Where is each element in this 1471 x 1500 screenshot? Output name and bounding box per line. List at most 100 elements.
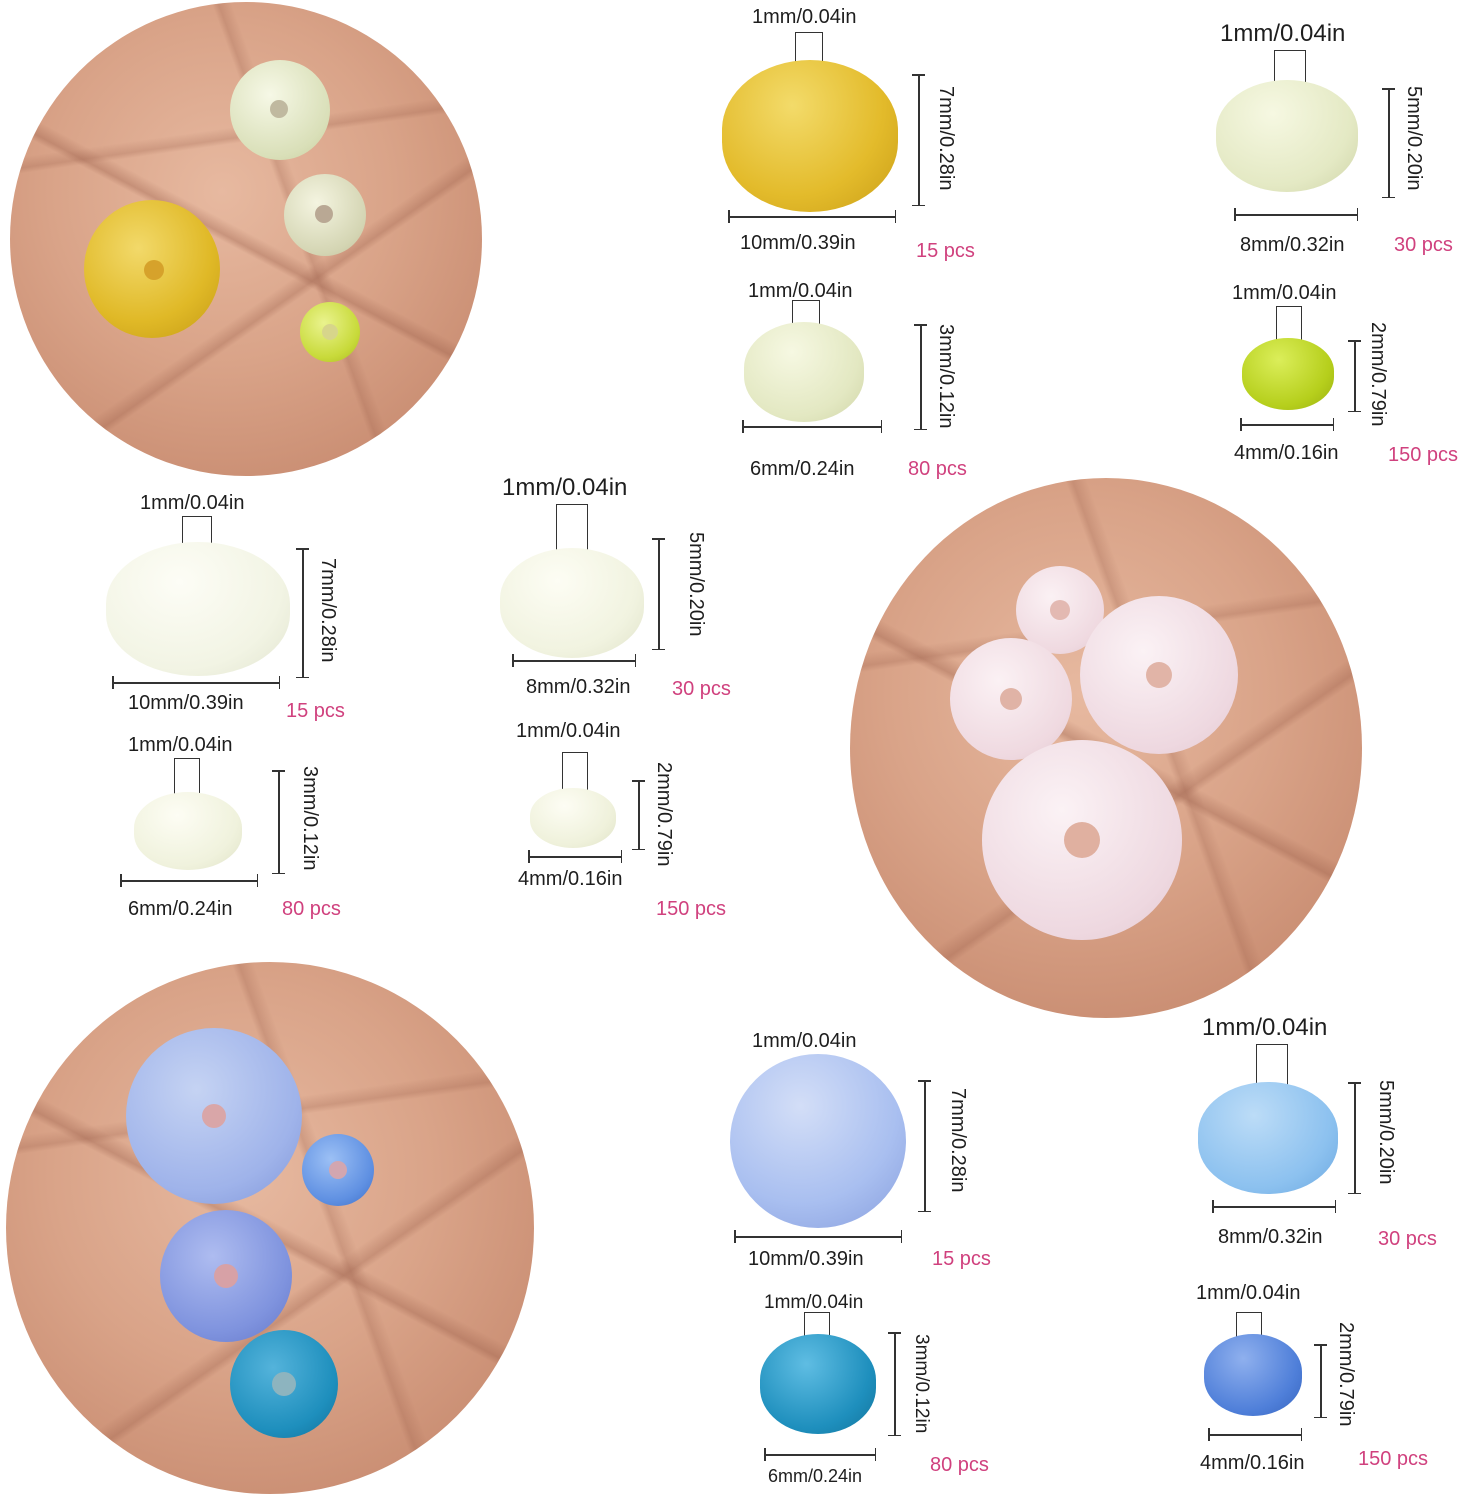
bead-pale-green-medium — [284, 174, 366, 256]
hole-size-label: 1mm/0.04in — [502, 474, 628, 501]
height-label: 7mm/0.28in — [317, 558, 339, 663]
height-label: 2mm/0.79in — [653, 762, 675, 867]
height-measure-line — [1315, 1344, 1326, 1418]
height-label: 5mm/0.20in — [685, 532, 707, 637]
width-measure-line — [734, 1231, 902, 1242]
width-measure-line — [120, 875, 258, 886]
height-measure-line — [1349, 1082, 1360, 1194]
diameter-label: 8mm/0.32in — [1218, 1226, 1323, 1248]
hole-size-label: 1mm/0.04in — [1196, 1282, 1301, 1304]
height-measure-line — [653, 538, 664, 650]
bead-white-rondelle — [500, 548, 644, 658]
bead-lavender-blue — [126, 1028, 302, 1204]
diameter-label: 8mm/0.32in — [1240, 234, 1345, 256]
height-label: 3mm/0.12in — [911, 1334, 932, 1434]
hole-marker — [1256, 1044, 1288, 1097]
bead-white-xlarge — [982, 740, 1182, 940]
bead-white-rondelle — [134, 792, 242, 870]
bead-royal-blue-small — [302, 1134, 374, 1206]
quantity-label: 15 pcs — [932, 1248, 991, 1270]
bead-yellow-rondelle — [722, 60, 898, 212]
photo-white-beads-on-palm — [850, 478, 1362, 1018]
height-measure-line — [919, 1080, 930, 1212]
hole-size-label: 1mm/0.04in — [764, 1292, 864, 1313]
quantity-label: 80 pcs — [908, 458, 967, 480]
bead-white-rondelle — [530, 788, 616, 848]
quantity-label: 80 pcs — [282, 898, 341, 920]
diameter-label: 4mm/0.16in — [1200, 1452, 1305, 1474]
height-measure-line — [1349, 340, 1360, 412]
hole-size-label: 1mm/0.04in — [1232, 282, 1337, 304]
bead-pale-green-rondelle — [744, 322, 864, 422]
height-label: 7mm/0.28in — [935, 86, 957, 191]
hole-marker — [174, 758, 200, 803]
quantity-label: 15 pcs — [916, 240, 975, 262]
width-measure-line — [1234, 209, 1358, 220]
height-measure-line — [913, 74, 924, 206]
bead-white-medium — [950, 638, 1072, 760]
width-measure-line — [512, 655, 636, 666]
hole-size-label: 1mm/0.04in — [752, 6, 857, 28]
height-label: 3mm/0.12in — [935, 324, 957, 429]
height-measure-line — [633, 780, 644, 850]
width-measure-line — [112, 677, 280, 688]
height-measure-line — [297, 548, 308, 678]
quantity-label: 80 pcs — [930, 1454, 989, 1476]
bead-lime — [300, 302, 360, 362]
quantity-label: 30 pcs — [1378, 1228, 1437, 1250]
quantity-label: 150 pcs — [1358, 1448, 1429, 1470]
diameter-label: 10mm/0.39in — [748, 1248, 864, 1270]
quantity-label: 30 pcs — [672, 678, 731, 700]
hole-size-label: 1mm/0.04in — [1220, 20, 1346, 47]
diameter-label: 6mm/0.24in — [128, 898, 233, 920]
diameter-label: 10mm/0.39in — [128, 692, 244, 714]
diameter-label: 6mm/0.24in — [768, 1466, 863, 1486]
hole-size-label: 1mm/0.04in — [1202, 1014, 1328, 1041]
bead-royal-blue-rondelle — [1204, 1334, 1302, 1416]
hole-size-label: 1mm/0.04in — [752, 1030, 857, 1052]
bead-periwinkle — [160, 1210, 292, 1342]
diameter-label: 4mm/0.16in — [1234, 442, 1339, 464]
diameter-label: 8mm/0.32in — [526, 676, 631, 698]
height-measure-line — [273, 770, 284, 874]
quantity-label: 150 pcs — [1388, 444, 1459, 466]
width-measure-line — [742, 421, 882, 432]
bead-white-large — [1080, 596, 1238, 754]
bead-sky-blue-rondelle — [1198, 1082, 1338, 1194]
hole-size-label: 1mm/0.04in — [128, 734, 233, 756]
bead-pale-green-large — [230, 60, 330, 160]
height-measure-line — [915, 324, 926, 430]
hole-marker — [1276, 306, 1302, 351]
height-label: 3mm/0.12in — [299, 766, 321, 871]
diameter-label: 10mm/0.39in — [740, 232, 856, 254]
photo-blue-beads-on-palm — [6, 962, 534, 1494]
height-label: 5mm/0.20in — [1375, 1080, 1397, 1185]
photo-yellow-green-beads-on-palm — [10, 2, 482, 476]
width-measure-line — [528, 851, 622, 862]
quantity-label: 30 pcs — [1394, 234, 1453, 256]
height-label: 2mm/0.79in — [1335, 1322, 1357, 1427]
height-label: 7mm/0.28in — [947, 1088, 969, 1193]
width-measure-line — [1208, 1429, 1302, 1440]
hole-size-label: 1mm/0.04in — [748, 280, 853, 302]
hole-size-label: 1mm/0.04in — [140, 492, 245, 514]
width-measure-line — [728, 211, 896, 222]
hole-marker — [1274, 50, 1306, 101]
hole-size-label: 1mm/0.04in — [516, 720, 621, 742]
bead-pale-green-rondelle — [1216, 80, 1358, 192]
bead-teal-blue — [230, 1330, 338, 1438]
bead-lime-rondelle — [1242, 338, 1334, 410]
height-label: 5mm/0.20in — [1403, 86, 1425, 191]
bead-white-small — [1016, 566, 1104, 654]
hole-marker — [182, 516, 212, 563]
hole-marker — [562, 752, 588, 797]
height-measure-line — [889, 1332, 900, 1436]
width-measure-line — [1240, 419, 1334, 430]
hole-marker — [556, 504, 588, 555]
bead-lavender-blue-rondelle — [730, 1054, 906, 1228]
quantity-label: 150 pcs — [656, 898, 727, 920]
diameter-label: 6mm/0.24in — [750, 458, 855, 480]
bead-yellow — [84, 200, 220, 338]
height-label: 2mm/0.79in — [1367, 322, 1389, 427]
diameter-label: 4mm/0.16in — [518, 868, 623, 890]
